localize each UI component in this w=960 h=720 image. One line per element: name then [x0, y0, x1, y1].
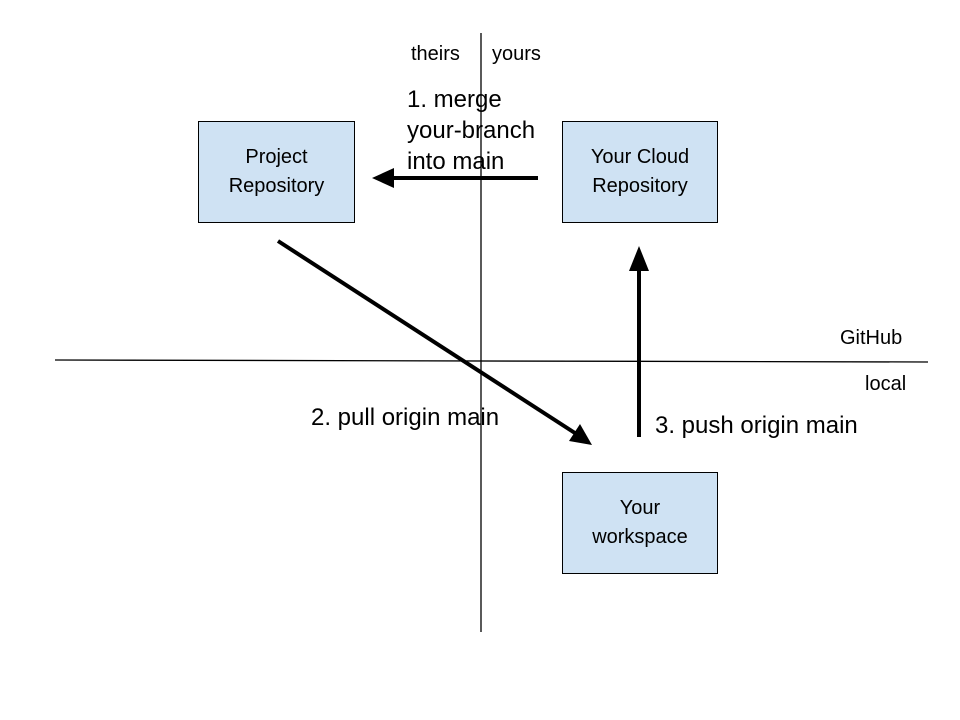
cloud-repository-label: Your Cloud Repository	[590, 146, 690, 197]
step-merge-label: 1. merge your-branch into main	[407, 86, 536, 175]
merge-arrowhead	[372, 168, 394, 188]
push-arrowhead	[629, 246, 649, 271]
pull-arrow	[276, 239, 580, 437]
step-pull-label: 2. pull origin main	[311, 404, 500, 431]
pull-arrowhead	[569, 424, 592, 445]
horizontal-divider	[54, 359, 929, 363]
step-push-label: 3. push origin main	[655, 412, 858, 439]
label-theirs: theirs	[411, 43, 460, 65]
cloud-repository-box: Your Cloud Repository	[562, 121, 718, 223]
project-repository-box: Project Repository	[198, 121, 355, 223]
workspace-box: Your workspace	[562, 472, 718, 574]
project-repository-label: Project Repository	[228, 146, 325, 197]
label-local: local	[865, 373, 907, 395]
label-yours: yours	[492, 43, 541, 65]
workspace-label: Your workspace	[592, 497, 688, 548]
label-github: GitHub	[840, 327, 903, 349]
